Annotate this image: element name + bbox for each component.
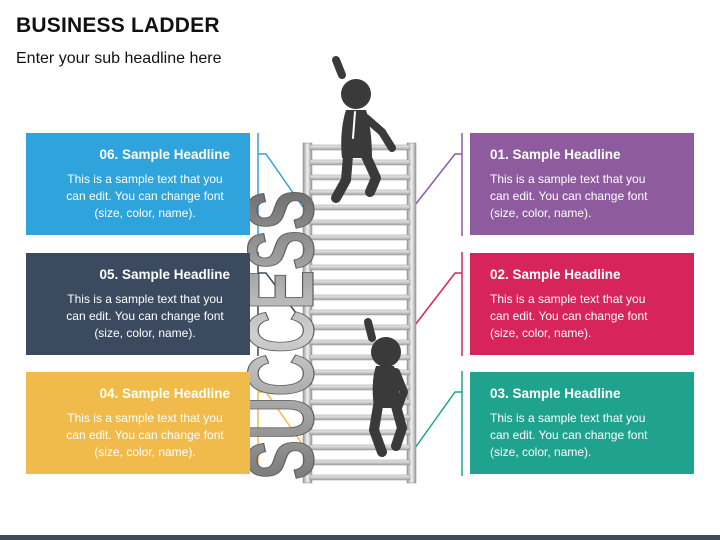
connector-lines bbox=[257, 133, 463, 476]
page-title: BUSINESS LADDER bbox=[16, 14, 220, 37]
ladder-rung bbox=[309, 384, 411, 391]
card-06-headline: 06. Sample Headline bbox=[99, 147, 230, 162]
card-05-body: This is a sample text that you can edit.… bbox=[66, 292, 224, 340]
footer-bar bbox=[0, 535, 720, 540]
card-02: 02. Sample Headline This is a sample tex… bbox=[470, 253, 694, 355]
ladder-rung bbox=[309, 474, 411, 481]
ladder-rung bbox=[309, 399, 411, 406]
ladder-rung bbox=[309, 309, 411, 316]
ladder-rung bbox=[309, 249, 411, 256]
card-04-body: This is a sample text that you can edit.… bbox=[66, 411, 224, 459]
connector-02 bbox=[414, 252, 463, 356]
card-03-headline: 03. Sample Headline bbox=[490, 386, 621, 401]
card-06-body: This is a sample text that you can edit.… bbox=[66, 172, 224, 220]
card-05: 05. Sample Headline This is a sample tex… bbox=[26, 253, 250, 355]
card-01-headline: 01. Sample Headline bbox=[490, 147, 621, 162]
card-05-headline: 05. Sample Headline bbox=[99, 267, 230, 282]
ladder-rung bbox=[309, 429, 411, 436]
ladder-rung bbox=[309, 294, 411, 301]
ladder-rung bbox=[309, 324, 411, 331]
card-02-headline: 02. Sample Headline bbox=[490, 267, 621, 282]
ladder-rung bbox=[309, 264, 411, 271]
card-04-headline: 04. Sample Headline bbox=[99, 386, 230, 401]
card-03-body: This is a sample text that you can edit.… bbox=[490, 411, 648, 459]
ladder-rung bbox=[309, 234, 411, 241]
connector-04 bbox=[257, 371, 306, 476]
ladder-rung bbox=[309, 354, 411, 361]
climber-top-figure bbox=[331, 56, 396, 203]
ladder-rung bbox=[309, 174, 411, 181]
card-06: 06. Sample Headline This is a sample tex… bbox=[26, 133, 250, 235]
card-04: 04. Sample Headline This is a sample tex… bbox=[26, 372, 250, 474]
card-03: 03. Sample Headline This is a sample tex… bbox=[470, 372, 694, 474]
ladder-rung bbox=[309, 219, 411, 226]
climber-bottom-figure bbox=[364, 318, 408, 457]
card-01: 01. Sample Headline This is a sample tex… bbox=[470, 133, 694, 235]
ladder-rung bbox=[309, 339, 411, 346]
ladder-rung bbox=[309, 204, 411, 211]
page-subtitle: Enter your sub headline here bbox=[16, 50, 222, 67]
ladder-rung bbox=[309, 159, 411, 166]
ladder-rung bbox=[309, 189, 411, 196]
ladder-rung bbox=[309, 279, 411, 286]
connector-01 bbox=[414, 133, 463, 236]
connector-06 bbox=[257, 133, 306, 236]
ladder-rung bbox=[309, 444, 411, 451]
ladder-rung bbox=[309, 414, 411, 421]
ladder-rung bbox=[309, 459, 411, 466]
connector-05 bbox=[257, 252, 306, 356]
card-02-body: This is a sample text that you can edit.… bbox=[490, 292, 648, 340]
card-01-body: This is a sample text that you can edit.… bbox=[490, 172, 648, 220]
ladder-rung bbox=[309, 369, 411, 376]
connector-03 bbox=[414, 371, 463, 476]
ladder bbox=[302, 142, 417, 484]
